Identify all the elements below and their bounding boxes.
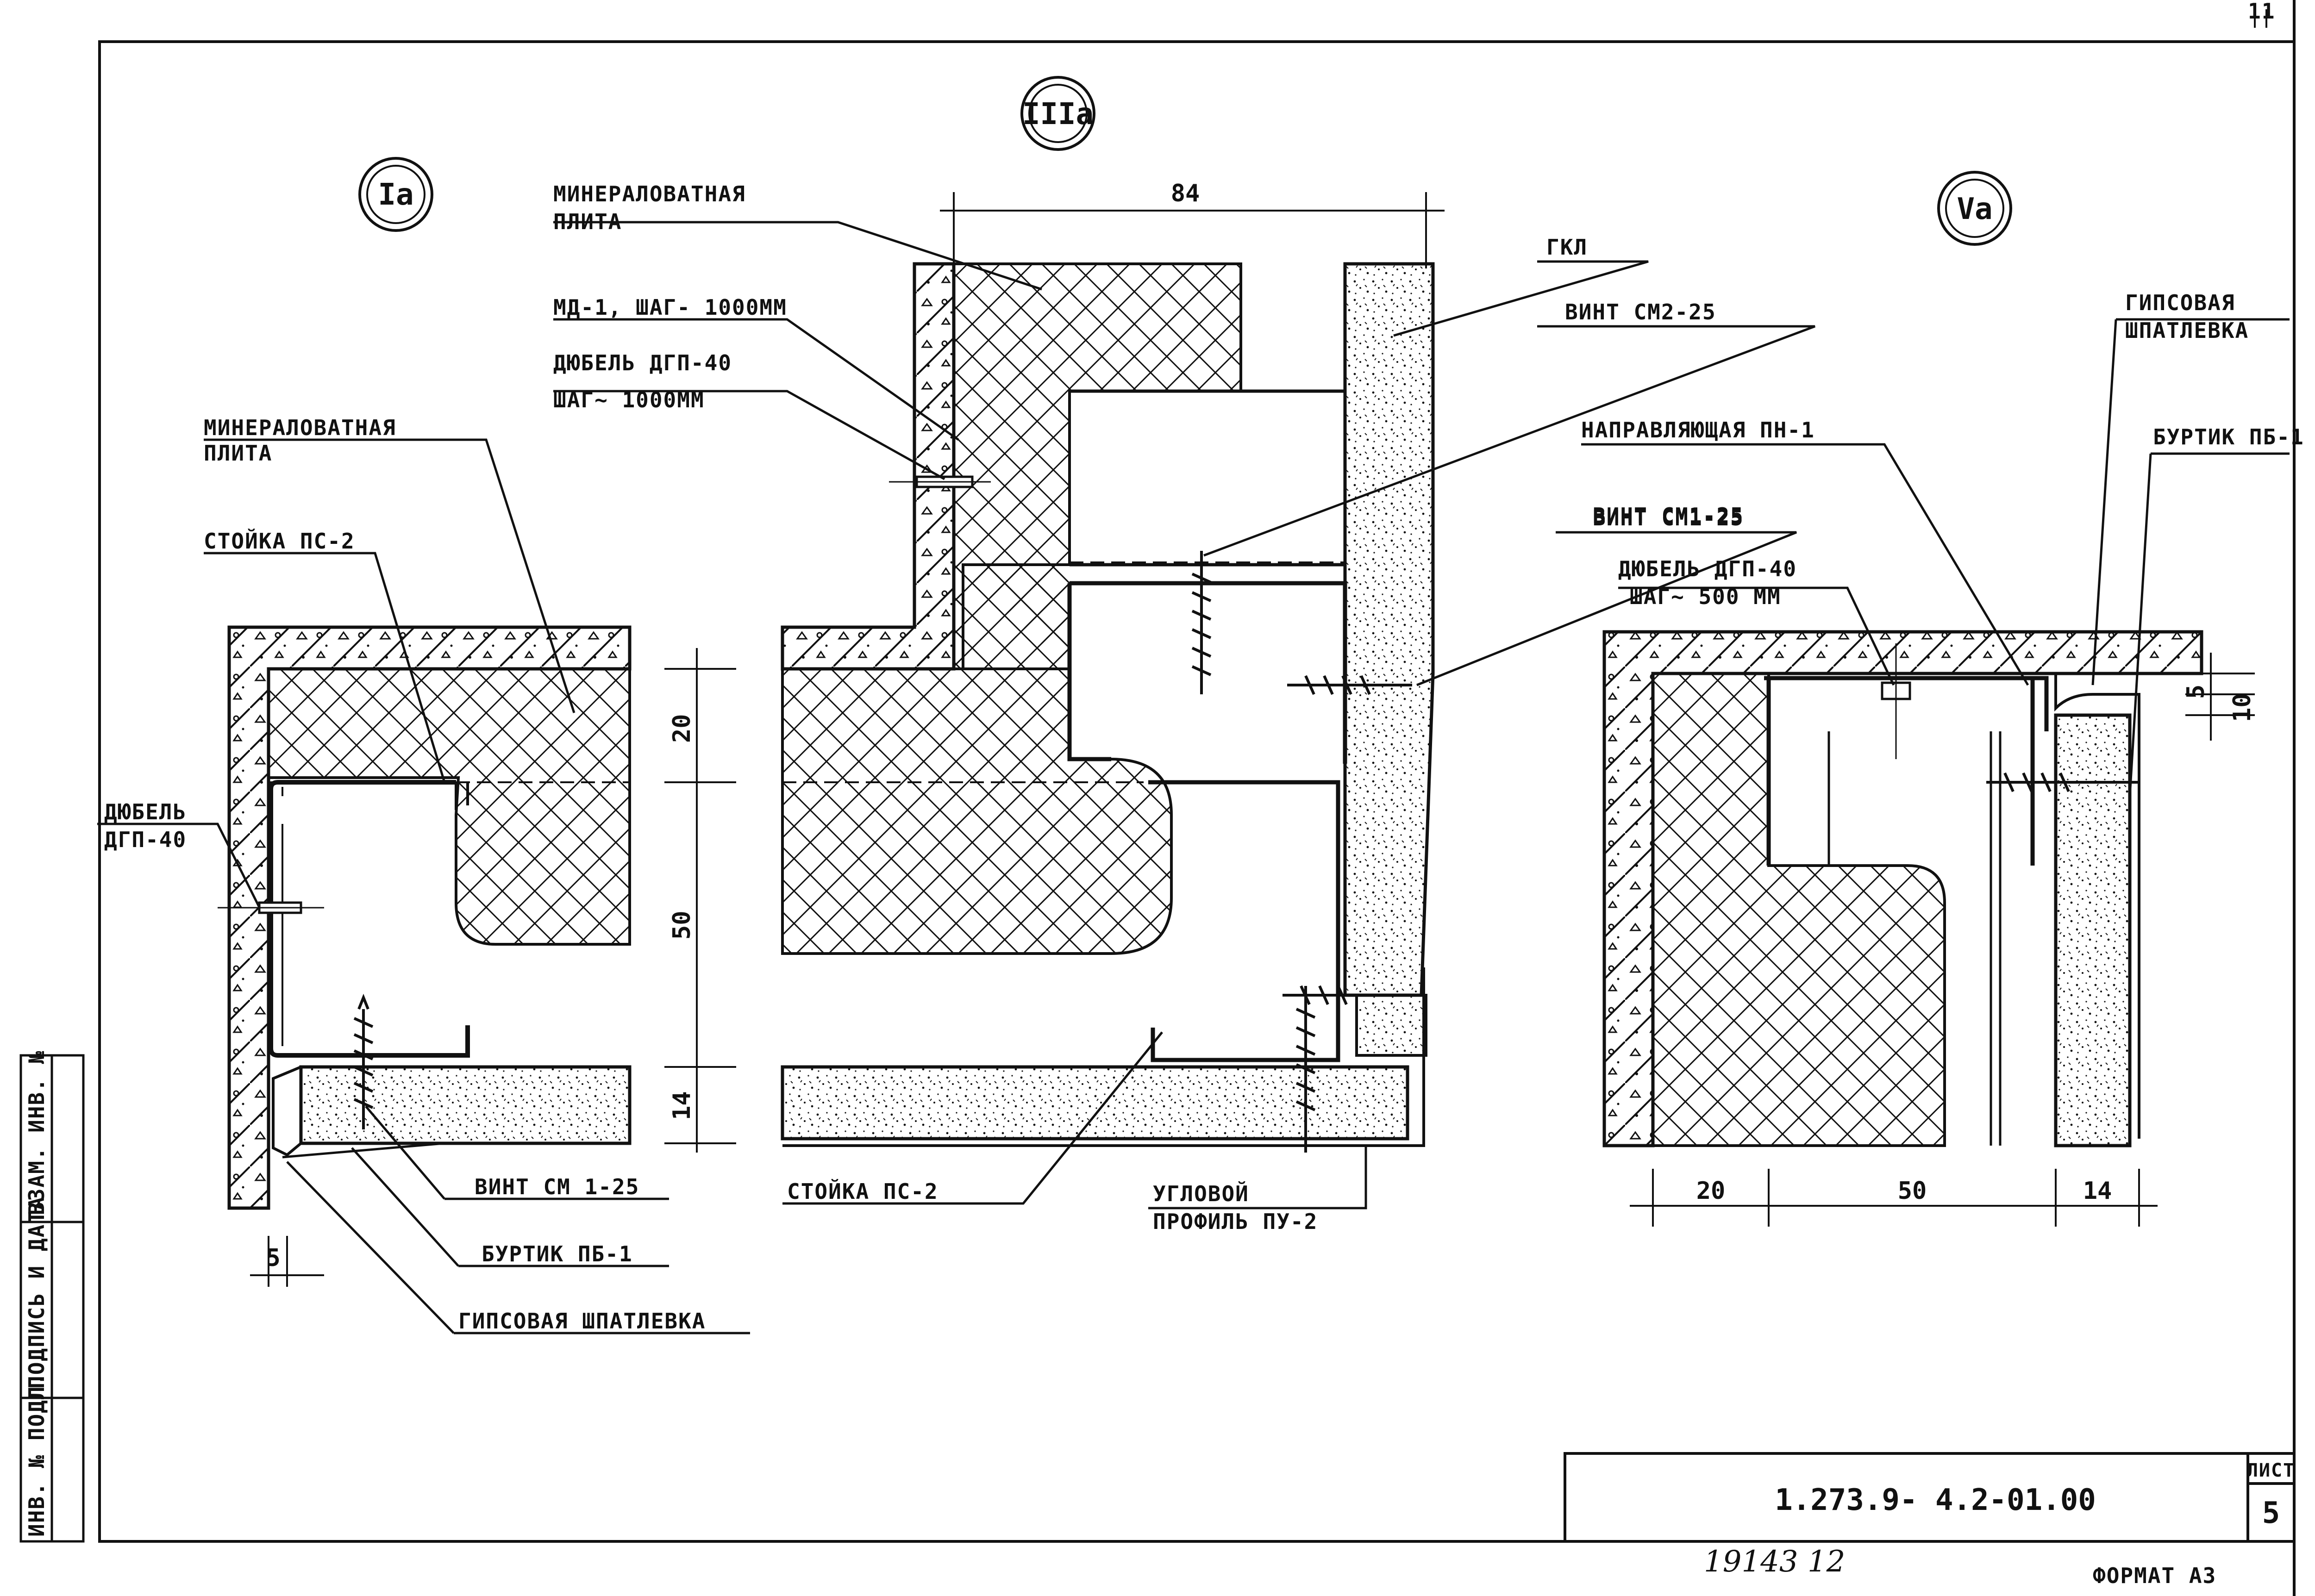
gypsum-board-vertical [1343,262,1435,997]
v5-napr: НАПРАВЛЯЮЩАЯ ПН-1 [1581,418,1815,443]
v3-dim-84: 84 [1171,180,1200,207]
v3-gkl: ГКЛ [1546,235,1588,260]
guide-profile [1764,676,2049,866]
stamp-podpis-data: ПОДПИСЬ И ДАТА [24,1196,49,1389]
title-block [1564,1452,2296,1543]
v1-dim-20: 20 [668,714,696,743]
v5-dim-10: 10 [2228,693,2256,722]
v1-shpatlevka: ГИПСОВАЯ ШПАТЛЕВКА [458,1309,706,1334]
v1-dim-14: 14 [668,1091,696,1120]
side-stamp [19,1054,85,1543]
marker-1a-label: Ia [378,178,413,212]
marker-3a-label: IIIa [1022,97,1094,131]
marker-5a [1937,171,2012,246]
screw-cm1-upper [1287,675,1412,695]
v5-dim-50: 50 [1898,1177,1927,1205]
v3-vint-cm2: ВИНТ СМ2-25 [1565,299,1716,324]
v3-md: МД-1, ШАГ- 1000ММ [553,295,787,320]
v5-dim-20: 20 [1696,1177,1726,1205]
stamp-vzam-inv: ВЗАМ. ИНВ. № [24,1050,49,1215]
v5-dim-14: 14 [2083,1177,2112,1205]
v3-mineral-plate-l2: ПЛИТА [553,209,622,234]
v5-dyubel-l2: ШАГ~ 500 ММ [1630,584,1781,609]
v5-vint: ВИНТ СМ1-25 [1593,503,1744,528]
v1-dyubel-l2: ДГП-40 [104,827,187,852]
stamp-inv-podl: ИНВ. № ПОДЛ. [24,1372,49,1537]
v3-mineral-plate-l1: МИНЕРАЛОВАТНАЯ [553,181,746,206]
c-profile-upper [1070,389,1347,567]
sheet-number: 5 [2262,1496,2280,1530]
format-label: ФОРМАТ А3 [2093,1563,2216,1588]
v3-stoyka: СТОЙКА ПС-2 [787,1179,939,1204]
v5-dim-5: 5 [2182,685,2210,699]
c-profile [269,780,470,1058]
v3-ugl-l1: УГЛОВОЙ [1153,1181,1249,1206]
v5-dyubel-l1: ДЮБЕЛЬ ДГП-40 [1618,556,1797,581]
v3-ugl-l2: ПРОФИЛЬ ПУ-2 [1153,1209,1318,1234]
sheet-label: ЛИСТ [2247,1460,2295,1481]
v1-dim-50: 50 [668,910,696,940]
gypsum-board-horizontal [781,1065,1409,1141]
view-3a [553,192,1815,1209]
screw-cm2 [1191,551,1212,694]
view-1a [97,438,750,1334]
v1-burtik: БУРТИК ПБ-1 [482,1241,633,1266]
sheet-frame [98,0,2296,1596]
marker-3a [1020,76,1095,151]
mineral-wool [267,667,631,946]
v3-dyubel-l1: ДЮБЕЛЬ ДГП-40 [553,350,732,375]
gypsum-board [299,1065,632,1145]
mineral-wool [1652,672,1946,1147]
v1-mineral-plate-l2: ПЛИТА [204,441,272,466]
screw-corner [1295,986,1316,1153]
v3-dyubel-l2: ШАГ~ 1000ММ [553,387,705,412]
handwritten-number: 19143 12 [1704,1545,1845,1579]
v5-shpat-l1: ГИПСОВАЯ [2125,290,2235,315]
v1-dim-5: 5 [266,1244,280,1272]
corner-profile [782,967,1425,1147]
corner-mark: 11 [2248,0,2275,24]
marker-1a [358,157,433,232]
gypsum-board [2054,713,2132,1147]
concrete-wall [781,262,956,671]
v5-burtik: БУРТИК ПБ-1 [2153,424,2304,449]
v3-vint-cm1: ВИНТ СМ1-25 [1593,505,1744,530]
view-5a [1581,318,2290,1227]
v1-stoyka: СТОЙКА ПС-2 [204,529,355,554]
drawing-code: 1.273.9- 4.2-01.00 [1775,1483,2096,1517]
v1-mineral-plate-l1: МИНЕРАЛОВАТНАЯ [204,415,396,440]
screw-cm1 [1986,772,2139,792]
v1-vint: ВИНТ СМ 1-25 [475,1174,639,1199]
v1-dyubel-l1: ДЮБЕЛЬ [104,799,187,824]
v5-shpat-l2: ШПАТЛЕВКА [2125,318,2249,343]
marker-5a-label: Va [1957,192,1992,226]
